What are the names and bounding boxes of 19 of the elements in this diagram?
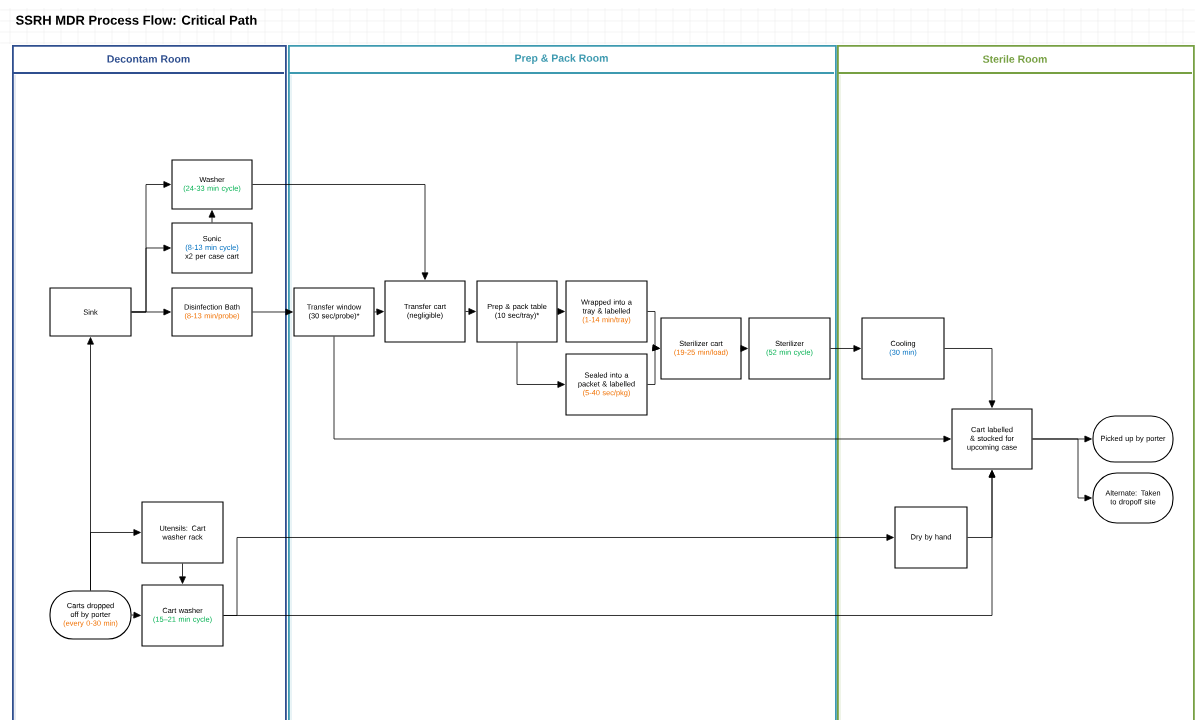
arrow — [252, 184, 429, 280]
arrow — [944, 348, 996, 408]
arrow — [1032, 438, 1092, 502]
arrow — [830, 345, 861, 352]
arrow — [374, 308, 384, 316]
arrow — [90, 529, 141, 591]
arrow — [647, 344, 660, 385]
arrow — [557, 308, 565, 315]
title: SSRH MDR Process Flow: Critical Path — [15, 15, 257, 25]
arrow — [252, 308, 293, 316]
arrow — [131, 308, 171, 316]
arrow — [967, 470, 996, 538]
arrow — [516, 342, 565, 388]
arrow — [179, 563, 186, 584]
arrow — [208, 210, 216, 223]
arrow — [740, 345, 748, 352]
arrow — [131, 611, 141, 619]
arrow — [333, 336, 951, 443]
arrow — [465, 308, 476, 315]
